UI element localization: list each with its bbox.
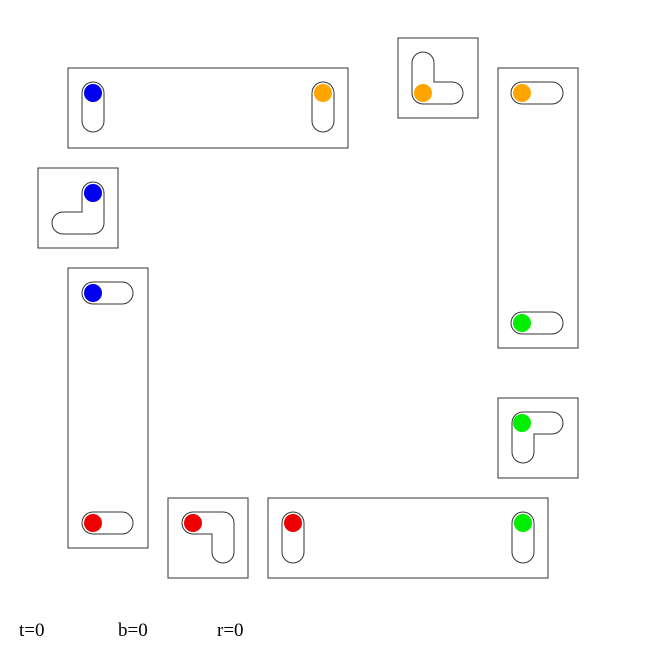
panel-frame [497,397,579,479]
green-dot [513,414,531,432]
l-slot [411,51,464,105]
b-counter: b=0 [118,620,148,641]
blue-dot [84,284,102,302]
red-dot [284,514,302,532]
top-linkage-panel [67,67,349,149]
red-dot [84,514,102,532]
orange-dot [314,84,332,102]
right-linkage-panel [497,67,579,349]
panel-frame [67,267,149,549]
right-corner-panel [497,397,579,479]
horizontal-slot-top [81,281,134,305]
vertical-slot-left [281,511,305,564]
bottom-linkage-panel [267,497,549,579]
r-counter: r=0 [217,620,244,641]
blue-dot [84,84,102,102]
horizontal-slot-bottom [510,311,564,335]
panel-frame [397,37,479,119]
green-dot [513,314,531,332]
panel-frame [37,167,119,249]
vertical-slot-right [311,81,335,133]
l-slot [511,411,564,464]
vertical-slot-right [511,511,535,564]
vertical-slot-left [81,81,105,133]
panel-frame [497,67,579,349]
l-slot [51,181,105,235]
panel-frame [67,67,349,149]
panel-frame [167,497,249,579]
green-dot [514,514,532,532]
orange-dot [513,84,531,102]
top-corner-panel [397,37,479,119]
panel-frame [267,497,549,579]
horizontal-slot-top [510,81,564,105]
red-dot [184,514,202,532]
orange-dot [414,84,432,102]
l-slot [181,511,235,564]
left-linkage-panel [67,267,149,549]
left-corner-panel [37,167,119,249]
bottom-corner-panel [167,497,249,579]
t-counter: t=0 [19,620,45,641]
horizontal-slot-bottom [81,511,134,535]
blue-dot [84,184,102,202]
